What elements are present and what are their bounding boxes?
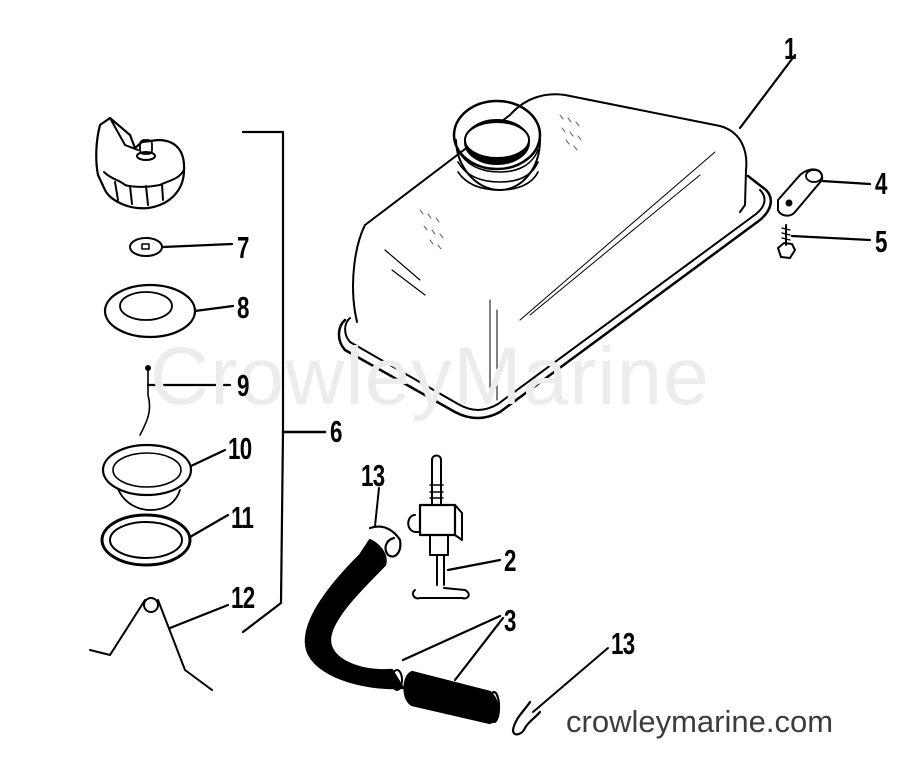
callout-12: 12: [231, 580, 255, 615]
fuel-tank-drawing: [337, 93, 773, 420]
callout-8: 8: [237, 290, 249, 325]
callout-3: 3: [504, 603, 516, 638]
filler-cap-drawing: [95, 116, 186, 210]
hose-short-drawing: [403, 670, 501, 725]
vent-disc-drawing: [129, 237, 163, 257]
watermark: CrowleyMarine: [150, 331, 710, 422]
callout-5: 5: [875, 224, 887, 259]
callout-13-clip: 13: [611, 626, 635, 661]
screw-drawing: [777, 224, 796, 259]
callout-2: 2: [504, 543, 516, 578]
callout-7: 7: [237, 230, 249, 265]
cup-drawing: [101, 443, 193, 511]
callout-6: 6: [330, 414, 342, 449]
callout-13-clamp: 13: [361, 458, 385, 493]
callout-9: 9: [237, 368, 249, 403]
callout-1: 1: [784, 31, 796, 66]
callout-4: 4: [875, 166, 887, 201]
pin-drawing: [139, 369, 151, 436]
hose-bent-drawing: [304, 538, 405, 691]
hose-clamp-drawing: [368, 525, 402, 558]
callout-11: 11: [231, 500, 254, 535]
leader-1: [738, 53, 797, 130]
callout-10: 10: [228, 431, 252, 466]
bracket-drawing: [777, 168, 824, 217]
footer-url: crowleymarine.com: [566, 704, 834, 739]
clip-drawing: [511, 700, 542, 736]
retainer-wire-drawing: [89, 599, 213, 691]
gasket-drawing: [100, 513, 192, 567]
fuel-valve-drawing: [407, 454, 470, 600]
